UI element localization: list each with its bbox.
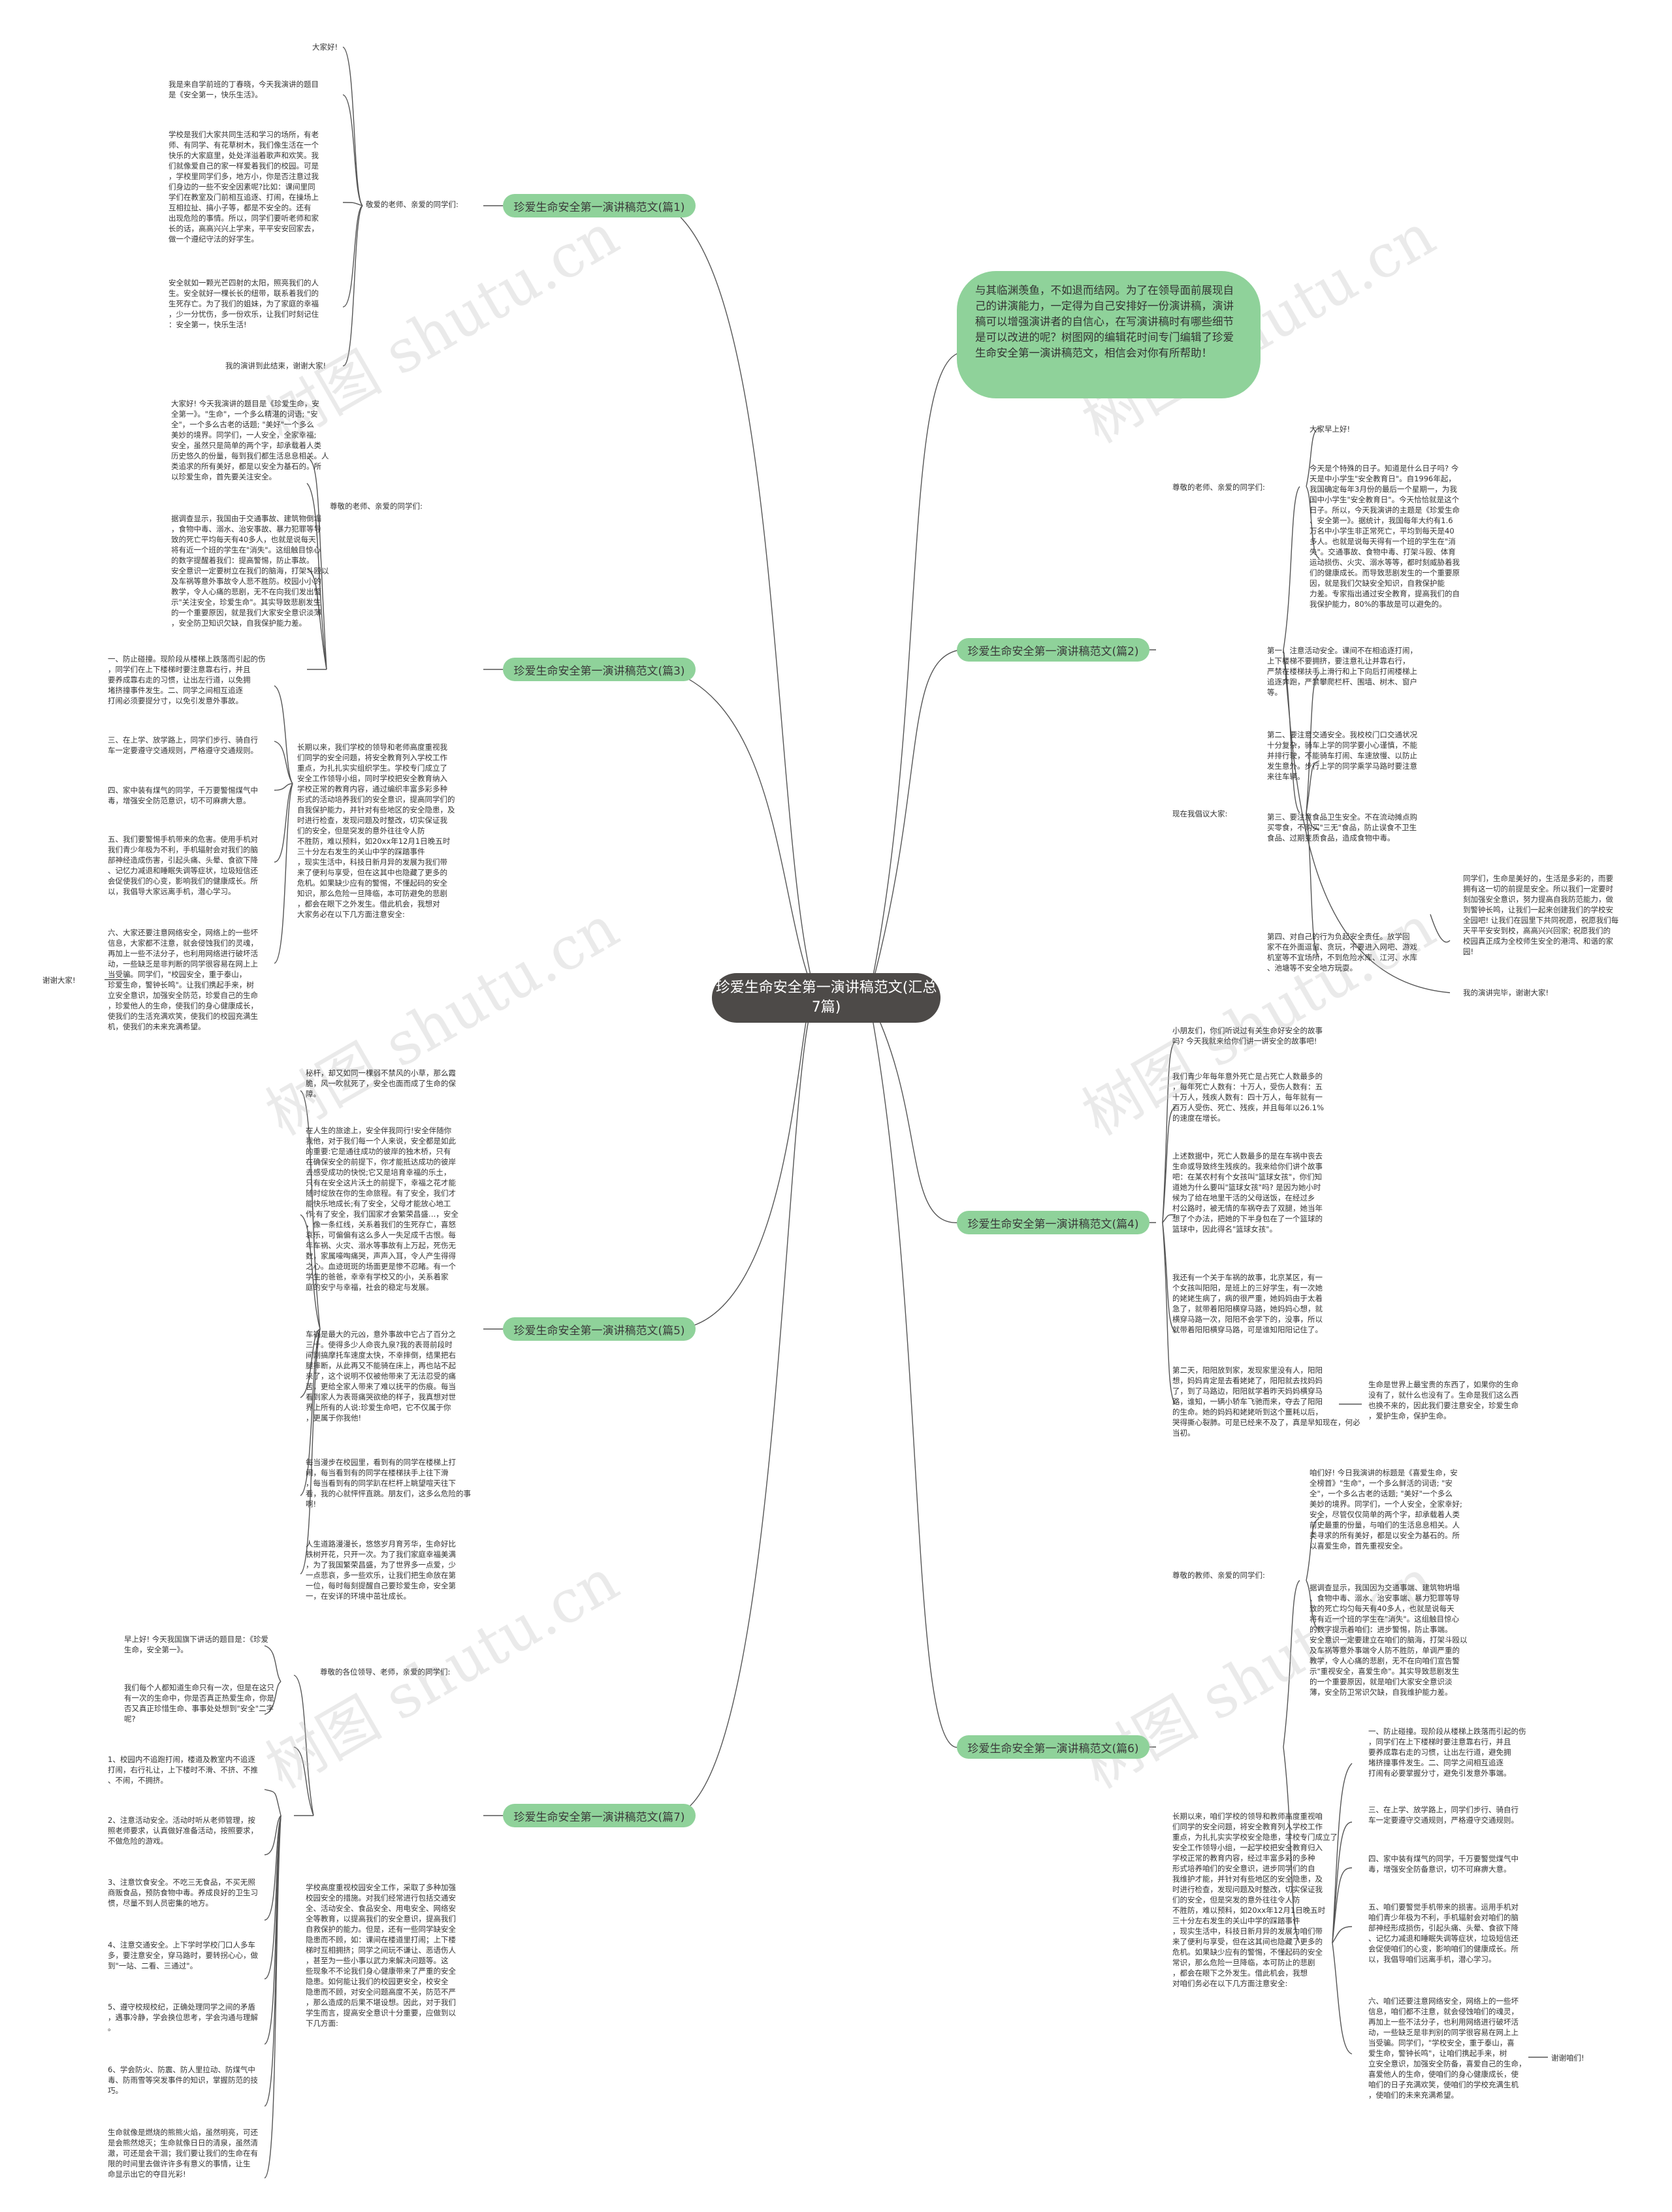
p4-text: 我还有一个关于车祸的故事，北京某区，有一 个女孩叫阳阳，是班上的三好学生，有一次… [1172, 1273, 1323, 1334]
p3-text: 大家好! 今天我演讲的题目是《珍爱生命，安 全第一》。"生命"，一个多么精湛的词… [171, 399, 329, 481]
root-topic-label: 珍爱生命安全第一演讲稿范文(汇总7篇) [715, 980, 937, 1016]
p4-text: 我们青少年每年意外死亡是占死亡人数最多的 ，每年死亡人数有：十万人，受伤人数有：… [1172, 1072, 1325, 1123]
p7-item: 4、注意交通安全。上下学时学校门口人多车 多，要注意安全，穿马路时，要转拐心心，… [108, 1940, 258, 1970]
p7-item: 生命就像是燃烧的熊熊火焰，虽然明亮，可还 是会熊然熄灭；生命就像日日的清泉，虽然… [108, 2128, 258, 2179]
p6-item: 五、咱们要警觉手机带来的损害。运用手机对 咱们青少年极为不利，手机辐射会对咱们的… [1368, 1902, 1519, 1964]
p6-long: 长期以来，咱们学校的领导和教师高度重视咱 们同学的安全问题，将安全教育列入学校工… [1172, 1812, 1338, 1988]
branch-label: 珍爱生命安全第一演讲稿范文(篇5) [513, 1324, 685, 1338]
p1-text: 安全就如一颗光芒四射的太阳，照亮我们的人 生。安全就好一棵长长的纽带，联系着我们… [169, 278, 319, 329]
p3-item: 六、大家还要注意网络安全，网络上的一些坏 信息，大家都不注意，就会侵蚀我们的灵魂… [108, 928, 258, 1031]
p5-text: 车祸是最大的元凶，意外事故中它占了百分之 三十。使得多少人命丧九泉?我的表哥前段… [306, 1330, 456, 1422]
p6-item: 一、防止碰撞。现阶段从楼梯上跌落而引起的伤 ，同学们在上下楼梯时要注意靠右行，并… [1368, 1727, 1526, 1778]
root-topic[interactable]: 珍爱生命安全第一演讲稿范文(汇总7篇) [712, 973, 940, 1023]
p2-item: 第四、对自己的行为负起安全责任。放学回 家不在外面逗留、贪玩，不要进入网吧、游戏… [1267, 932, 1417, 972]
p6-end: 谢谢咱们! [1551, 2053, 1584, 2062]
p2-item: 第二、要注意交通安全。我校校门口交通状况 十分复杂，骑车上学的同学要小心谨慎，不… [1267, 730, 1417, 781]
p2-item: 第三、要注意食品卫生安全。不在流动摊点购 买零食，不购买"三无"食品，防止误食不… [1267, 812, 1417, 842]
p2-end: 我的演讲完毕，谢谢大家! [1463, 988, 1549, 997]
p2-side: 同学们，生命是美好的，生活是多彩的，而要 拥有这一切的前提是安全。所以我们一定要… [1463, 874, 1619, 956]
p7-item: 6、学会防火、防震、防人里拉动、防煤气中 毒、防雨雪等突发事件的知识，掌握防范的… [108, 2065, 258, 2095]
p3-item: 四、家中装有煤气的同学，千万要警惕煤气中 毒，增强安全防范意识，切不可麻痹大意。 [108, 786, 258, 805]
p6-item: 三、在上学、放学路上，同学们步行、骑自行 车一定要遵守交通规则，严格遵守交通规则… [1368, 1805, 1519, 1825]
branch-label: 珍爱生命安全第一演讲稿范文(篇1) [513, 200, 685, 214]
p6-item: 四、家中装有煤气的同学，千万要警觉煤气中 毒，增强安全防备意识，切不可麻痹大意。 [1368, 1854, 1519, 1874]
p3-text: 据调查显示，我国由于交通事故、建筑物倒塌 ，食物中毒、溺水、治安事故、暴力犯罪等… [171, 514, 329, 628]
intro-summary[interactable]: 与其临渊羡鱼，不如退而结网。为了在领导面前展现自己的讲演能力，一定得为自己安排好… [957, 271, 1261, 398]
branch-p2[interactable]: 珍爱生命安全第一演讲稿范文(篇2) [957, 638, 1150, 662]
p7-text: 早上好! 今天我国旗下讲话的题目是：《珍爱 生命，安全第一》。 [124, 1635, 269, 1654]
p4-text: 上述数据中，死亡人数最多的是在车祸中丧去 生命或导致终生残疾的。我来给你们讲个故… [1172, 1151, 1323, 1234]
p5-text: 秘杆，却又如同一棵弱不禁风的小草，那么霞 脆，风一吹就死了，安全也面而成了生命的… [306, 1068, 456, 1098]
p2-text: 今天是个特殊的日子。知道是什么日子吗? 今 天是中小学生"安全教育日"。自199… [1310, 464, 1460, 609]
p1-text: 大家好! [312, 42, 338, 52]
p1-text: 我是来自学前班的丁春晓，今天我演讲的题目 是《安全第一，快乐生活》。 [169, 80, 319, 99]
p1-text: 我的演讲到此结束，谢谢大家! [225, 361, 327, 370]
p3-item: 三、在上学、放学路上，同学们步行、骑自行 车一定要遵守交通规则，严格遵守交通规则… [108, 735, 258, 755]
p7-item: 2、注意活动安全。活动时听从老师管理，按 照老师要求，认真做好准备活动，按照要求… [108, 1816, 258, 1846]
branch-label: 珍爱生命安全第一演讲稿范文(篇3) [513, 664, 685, 678]
branch-p4[interactable]: 珍爱生命安全第一演讲稿范文(篇4) [957, 1211, 1150, 1234]
p2-item: 第一、注意活动安全。课间不在相追逐打闹， 上下楼梯不要拥挤，要注意礼让并靠右行，… [1267, 646, 1417, 697]
branch-label: 珍爱生命安全第一演讲稿范文(篇4) [967, 1217, 1139, 1231]
branch-p6[interactable]: 珍爱生命安全第一演讲稿范文(篇6) [957, 1735, 1150, 1759]
p2-hub: 现在我倡议大家: [1172, 809, 1228, 818]
p3-hub: 尊敬的老师、亲爱的同学们: [330, 502, 423, 511]
p7-long: 学校高度重视校园安全工作，采取了多种加强 校园安全的措施。对我们经常进行包括交通… [306, 1883, 456, 2028]
p7-item: 1、校园内不追跑打闹，楼道及教室内不追逐 打闹，右行礼让，上下楼时不滑、不挤、不… [108, 1755, 258, 1785]
p1-hub: 敬爱的老师、亲爱的同学们: [366, 200, 458, 209]
p2-text: 大家早上好! [1310, 425, 1351, 434]
p6-hub: 尊敬的教师、亲爱的同学们: [1172, 1571, 1265, 1580]
p6-text: 据调查显示，我国因为交通事端、建筑物坍塌 、食物中毒、溺水、治安事端、暴力犯罪等… [1310, 1583, 1468, 1697]
p3-item: 五、我们要警惕手机带来的危害。使用手机对 我们青少年极为不利，手机辐射会对我们的… [108, 835, 258, 896]
p4-text: 小朋友们，你们听说过有关生命好安全的故事 吗? 今天我就来给你们讲一讲安全的故事… [1172, 1026, 1323, 1046]
branch-p3[interactable]: 珍爱生命安全第一演讲稿范文(篇3) [503, 658, 696, 681]
p7-hub: 尊敬的各位领导、老师，亲爱的同学们: [320, 1667, 451, 1676]
p5-text: 每当漫步在校园里，看到有的同学在楼梯上打 闹，每当看到有的同学在楼梯扶手上往下滑… [306, 1458, 471, 1509]
p4-side: 生命是世界上最宝贵的东西了，如果你的生命 没有了，就什么也没有了。生命是我们这么… [1368, 1380, 1519, 1420]
p3-end: 谢谢大家! [42, 976, 76, 985]
branch-label: 珍爱生命安全第一演讲稿范文(篇2) [967, 645, 1139, 658]
p3-long: 长期以来，我们学校的领导和老师高度重视我 们同学的安全问题，将安全教育列入学校工… [297, 743, 455, 919]
intro-summary-text: 与其临渊羡鱼，不如退而结网。为了在领导面前展现自己的讲演能力，一定得为自己安排好… [975, 284, 1234, 359]
p5-text: 人生道路漫漫长，悠悠岁月育芳华，生命好比 铁树开花，只开一次。为了我们家庭幸福美… [306, 1539, 456, 1601]
p4-text: 第二天，阳阳放到家，发现家里没有人，阳阳 想，妈妈肯定是去看姥姥了，阳阳就去找妈… [1172, 1366, 1360, 1437]
p3-item: 一、防止碰撞。现阶段从楼梯上跌落而引起的伤 ，同学们在上下楼梯时要注意靠右行，并… [108, 654, 266, 705]
p6-item: 六、咱们还要注意网络安全，网络上的一些坏 信息，咱们都不注意，就会侵蚀咱们的魂灵… [1368, 1996, 1526, 2100]
branch-label: 珍爱生命安全第一演讲稿范文(篇6) [967, 1742, 1139, 1755]
p1-text: 学校是我们大家共同生活和学习的场所，有老 师、有同学、有花草树木，我们像生活在一… [169, 130, 319, 244]
p7-item: 5、遵守校规校纪，正确处理同学之间的矛盾 ，遇事冷静，学会换位思考，学会沟通与理… [108, 2002, 258, 2032]
p6-text: 咱们好! 今日我演讲的标题是《喜爱生命，安 全榜首》"生命"，一个多么鲜活的词语… [1310, 1468, 1462, 1550]
branch-label: 珍爱生命安全第一演讲稿范文(篇7) [513, 1810, 685, 1824]
p7-item: 3、注意饮食安全。不吃三无食品，不买无照 商贩食品，预防食物中毒。养成良好的卫生… [108, 1878, 258, 1908]
branch-p1[interactable]: 珍爱生命安全第一演讲稿范文(篇1) [503, 194, 696, 217]
p2-hub: 尊敬的老师、亲爱的同学们: [1172, 483, 1265, 492]
branch-p7[interactable]: 珍爱生命安全第一演讲稿范文(篇7) [503, 1804, 696, 1827]
p7-text: 我们每个人都知道生命只有一次，但是在这只 有一次的生命中，你是否真正热爱生命，你… [124, 1683, 274, 1723]
p5-text: 在人生的旅途上，安全伴我同行!安全伴随你 我他，对于我们每一个人来说，安全都是如… [306, 1126, 458, 1292]
branch-p5[interactable]: 珍爱生命安全第一演讲稿范文(篇5) [503, 1317, 696, 1341]
